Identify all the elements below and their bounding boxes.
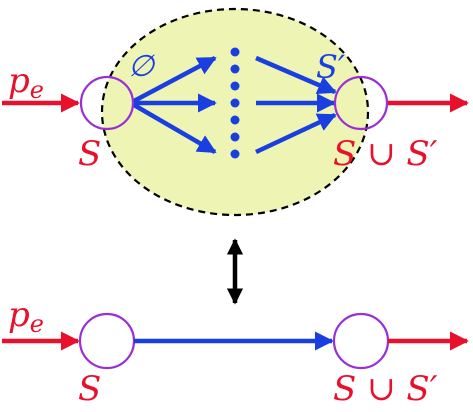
- node-s-top: [79, 75, 135, 131]
- node-s-bottom-label: S: [78, 369, 101, 409]
- fan-out-arrow-upper: [132, 56, 217, 103]
- s-prime-label: S′: [316, 48, 346, 86]
- vertical-ellipsis-icon: [230, 47, 240, 159]
- node-s-union-bottom: [332, 312, 390, 370]
- expansion-region: [100, 7, 370, 217]
- fan-in-arrow-upper: [255, 55, 337, 95]
- node-s-top-label: S: [78, 134, 101, 174]
- node-s-union-top-label: S ∪ S′: [333, 134, 438, 174]
- node-s-union-bottom-label: S ∪ S′: [333, 369, 438, 409]
- input-label-bottom: pe: [8, 295, 44, 338]
- collapsed-diagram: pe S S ∪ S′: [2, 295, 469, 409]
- node-s-bottom: [78, 312, 136, 370]
- fan-out-arrow-lower: [132, 103, 217, 154]
- expanded-diagram: pe ∅ S′ S S ∪ S′: [2, 7, 469, 217]
- empty-set-label: ∅: [128, 49, 156, 84]
- fan-in-arrow-lower: [255, 112, 337, 155]
- input-label-top: pe: [8, 61, 44, 104]
- node-s-union-top: [333, 75, 389, 131]
